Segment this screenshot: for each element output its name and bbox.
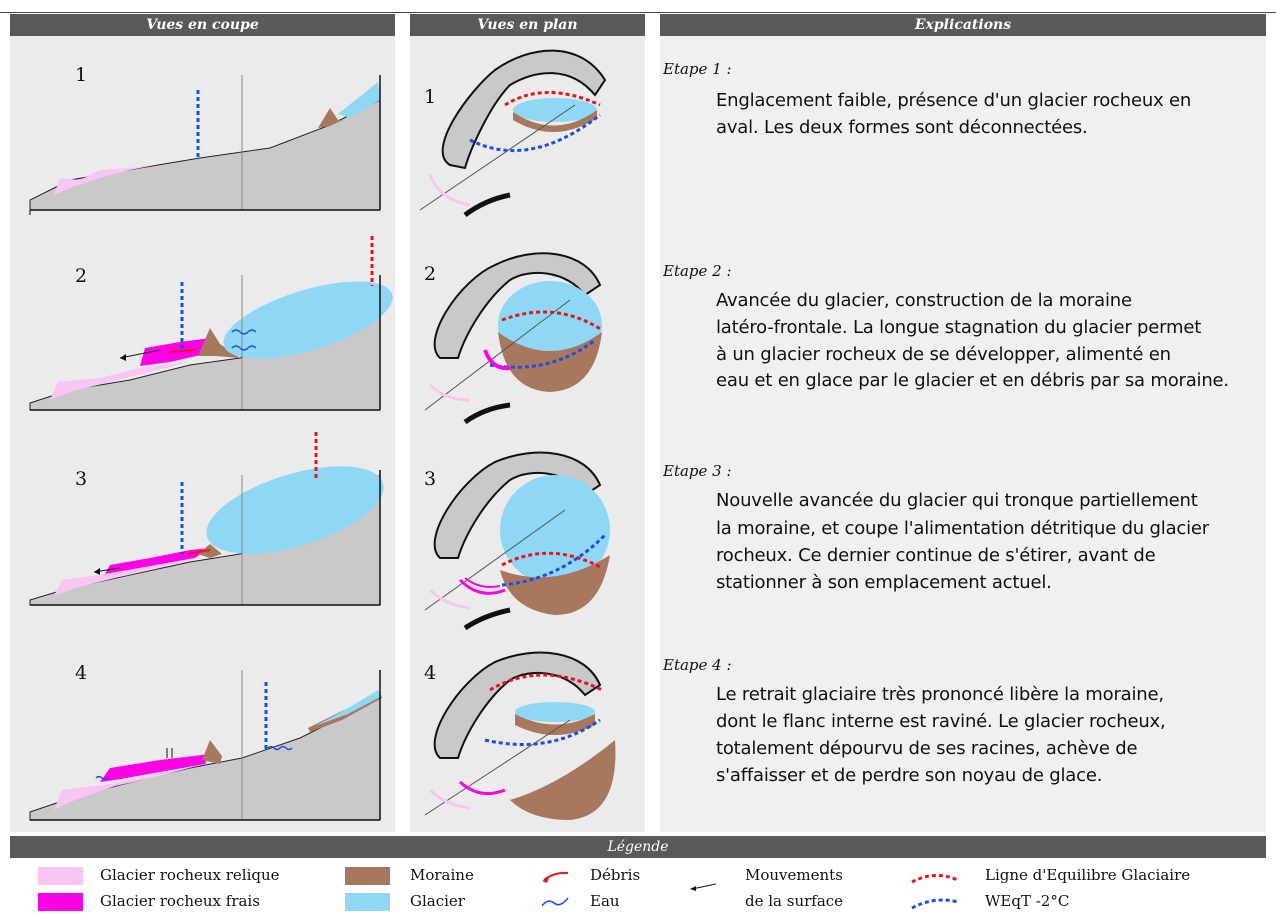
legend-icon-ela	[911, 874, 959, 884]
section-1-diagram	[29, 75, 381, 215]
legend-icon-weqt	[911, 898, 959, 910]
plan-4-diagram	[424, 651, 616, 820]
step-4-line-1: Le retrait glaciaire très prononcé libèr…	[716, 684, 1164, 705]
plan-2-diagram	[424, 252, 603, 425]
plan-1-diagram	[419, 49, 607, 218]
step-4-line-4: s'affaisser et de perdre son noyau de gl…	[716, 765, 1103, 786]
legend-swatch-frais	[38, 893, 83, 911]
step-4-line-3: totalement dépourvu de ses racines, achè…	[716, 738, 1138, 759]
section-3-diagram	[29, 432, 384, 606]
top-rule	[0, 12, 1276, 13]
step-3-line-4: stationner à son emplacement actuel.	[716, 572, 1052, 593]
legend-label-relique: Glacier rocheux relique	[100, 866, 280, 884]
step-4-title: Etape 4 :	[663, 656, 732, 674]
legend-icon-debris	[542, 871, 569, 883]
panel-explications	[660, 14, 1266, 832]
step-3-line-1: Nouvelle avancée du glacier qui tronque …	[716, 490, 1198, 511]
header-coupe: Vues en coupe	[10, 14, 395, 36]
section-2-number: 2	[75, 265, 88, 287]
section-2-diagram	[29, 236, 393, 411]
section-3-number: 3	[75, 468, 88, 490]
section-4-diagram	[29, 670, 382, 821]
step-4-line-2: dont le flanc interne est raviné. Le gla…	[716, 711, 1166, 732]
header-explications: Explications	[660, 14, 1266, 36]
step-3-title: Etape 3 :	[663, 462, 732, 480]
legend-swatch-glacier	[345, 893, 390, 911]
legend-title: Légende	[10, 836, 1266, 858]
legend-label-eau: Eau	[590, 892, 620, 910]
step-2-line-2: latéro-frontale. La longue stagnation du…	[716, 317, 1202, 338]
legend-swatch-moraine	[345, 867, 390, 885]
legend-label-mouvements-1: Mouvements	[745, 866, 843, 884]
plan-2-number: 2	[424, 263, 437, 285]
header-plan: Vues en plan	[410, 14, 645, 36]
section-1-number: 1	[75, 64, 88, 86]
legend-label-weqt: WEqT -2°C	[985, 892, 1070, 910]
legend-label-debris: Débris	[590, 866, 641, 884]
step-1-line-2: aval. Les deux formes sont déconnectées.	[716, 117, 1088, 138]
step-2-title: Etape 2 :	[663, 262, 732, 280]
legend-icon-mouvement	[690, 883, 717, 891]
legend-label-moraine: Moraine	[410, 866, 474, 884]
section-4-number: 4	[75, 662, 88, 684]
step-2-line-3: à un glacier rocheux de se développer, a…	[716, 344, 1171, 365]
legend-label-ela: Ligne d'Equilibre Glaciaire	[985, 866, 1191, 884]
legend-swatch-relique	[38, 867, 83, 885]
step-1-title: Etape 1 :	[663, 60, 732, 78]
plan-4-number: 4	[424, 662, 437, 684]
plan-3-diagram	[424, 451, 610, 631]
step-3-line-2: la moraine, et coupe l'alimentation détr…	[716, 518, 1209, 539]
legend-label-glacier: Glacier	[410, 892, 465, 910]
plan-3-number: 3	[424, 468, 437, 490]
plan-1-number: 1	[424, 86, 437, 108]
step-1-line-1: Englacement faible, présence d'un glacie…	[716, 90, 1192, 111]
legend-label-mouvements-2: de la surface	[745, 892, 844, 910]
step-2-line-1: Avancée du glacier, construction de la m…	[716, 290, 1132, 311]
step-3-line-3: rocheux. Ce dernier continue de s'étirer…	[716, 545, 1156, 566]
legend-label-frais: Glacier rocheux frais	[100, 892, 260, 910]
step-2-line-4: eau et en glace par le glacier et en déb…	[716, 370, 1229, 391]
legend-icon-eau	[541, 897, 569, 907]
